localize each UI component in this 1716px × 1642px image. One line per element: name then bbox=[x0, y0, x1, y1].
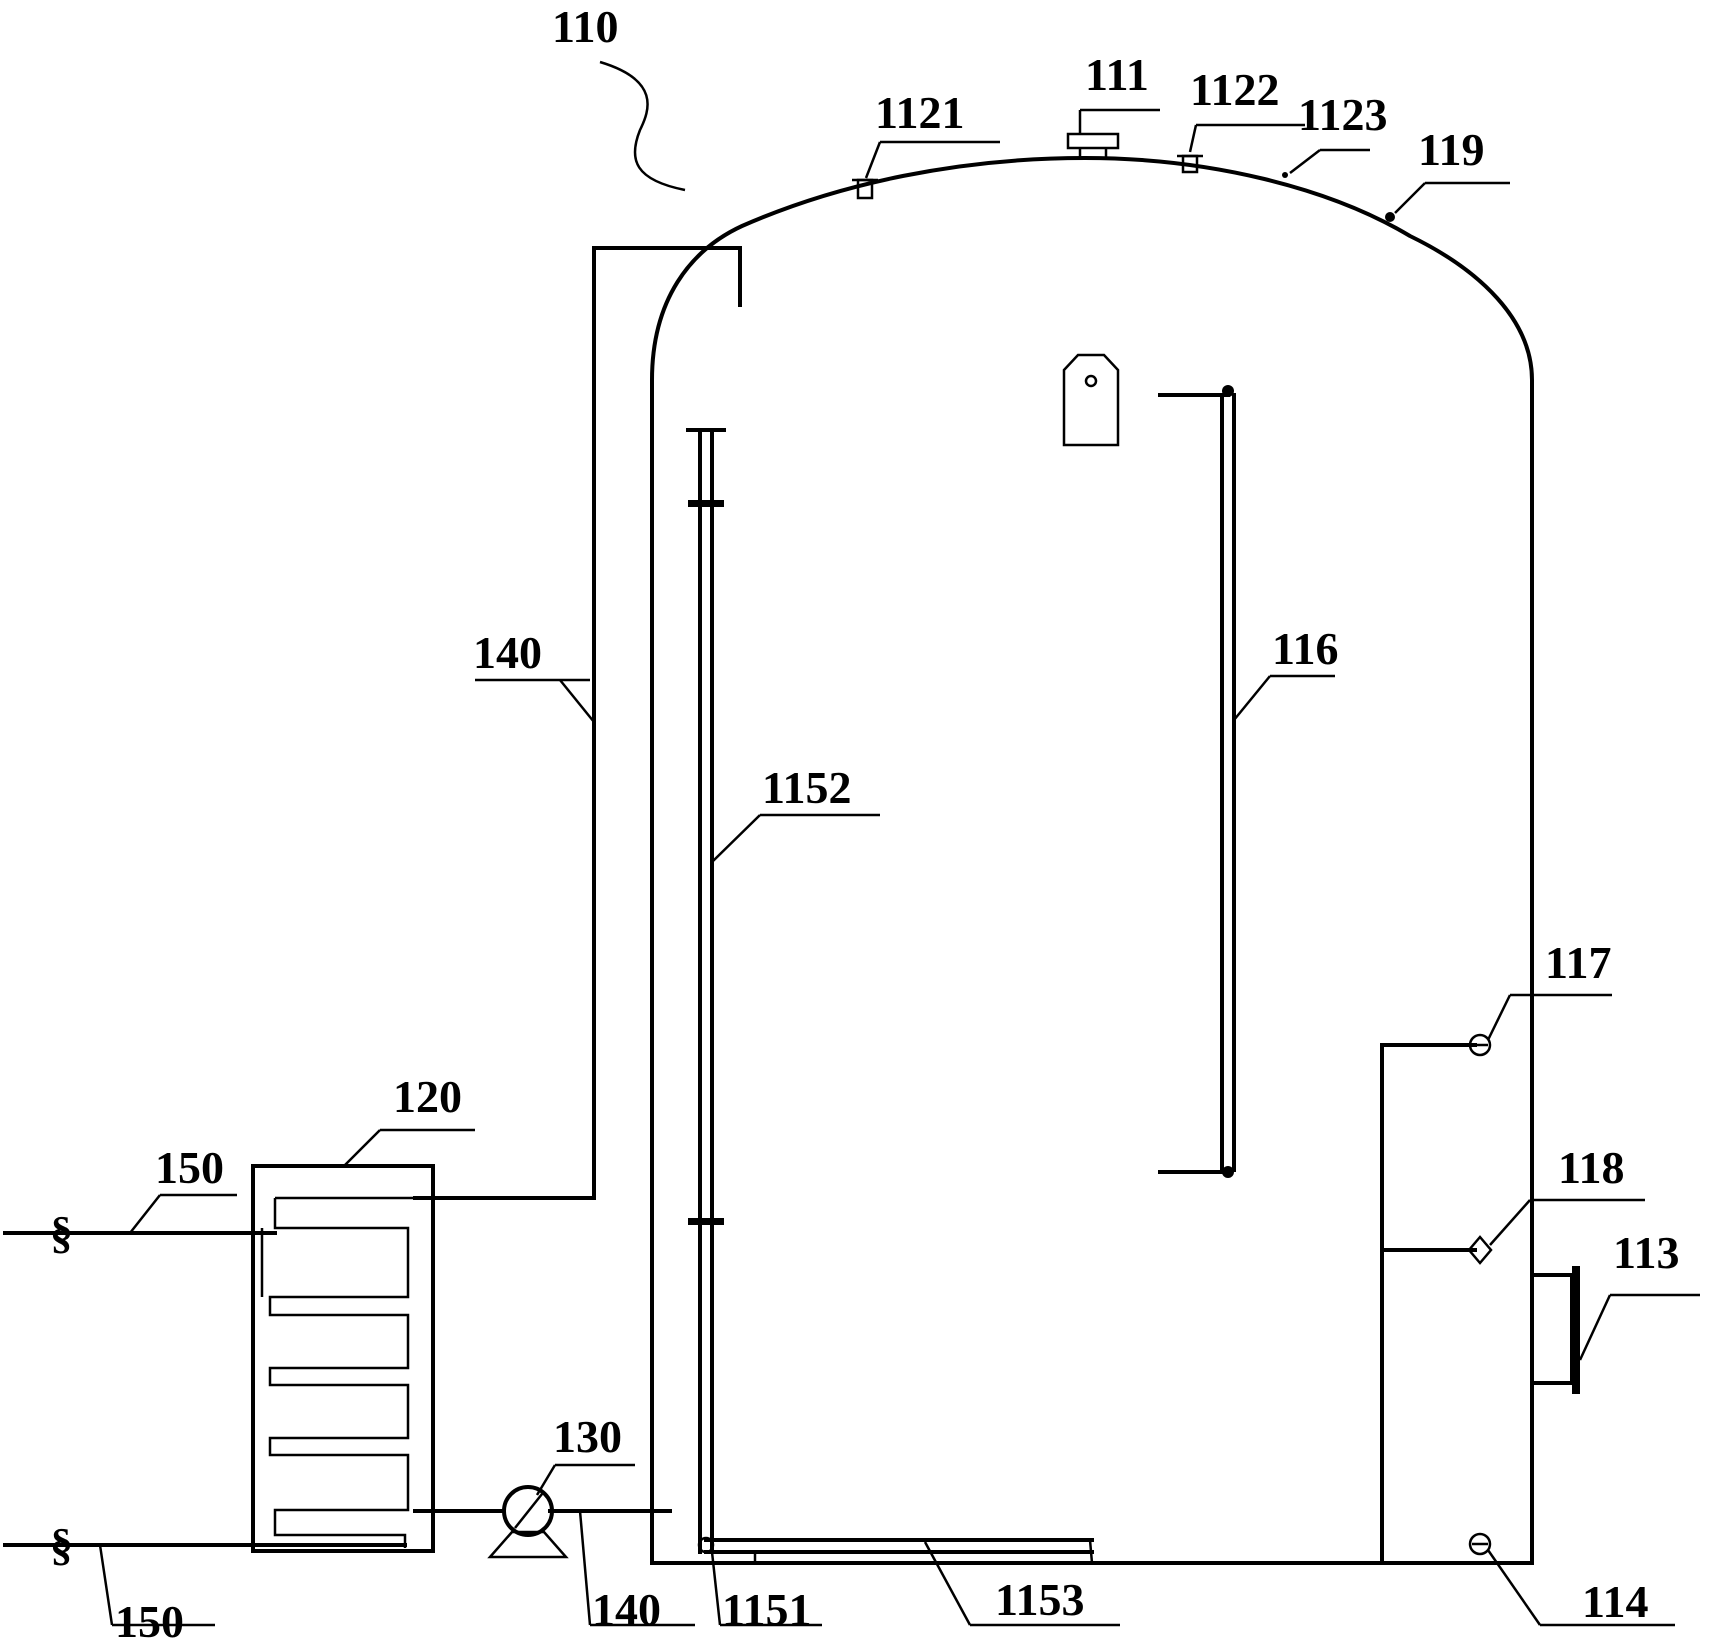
label-114: 114 bbox=[1582, 1576, 1648, 1627]
valve-icon-118 bbox=[1467, 1235, 1493, 1265]
nozzle-1122 bbox=[1177, 154, 1203, 174]
label-1151: 1151 bbox=[722, 1584, 811, 1635]
level-gauge-116 bbox=[1158, 385, 1236, 1178]
valve-icon-114 bbox=[1468, 1532, 1492, 1556]
label-120: 120 bbox=[393, 1071, 462, 1122]
coil-icon bbox=[260, 1198, 410, 1548]
label-113: 113 bbox=[1613, 1227, 1679, 1278]
valve-icon-117 bbox=[1468, 1033, 1492, 1057]
label-111: 111 bbox=[1085, 49, 1149, 100]
label-140-top: 140 bbox=[473, 627, 542, 678]
valve-icon-bottom: § bbox=[50, 1519, 73, 1570]
nozzle-1121 bbox=[852, 178, 878, 200]
label-130: 130 bbox=[553, 1411, 622, 1462]
leader-lines bbox=[98, 60, 1700, 1627]
label-1123: 1123 bbox=[1298, 89, 1387, 140]
joint-1151 bbox=[697, 1536, 715, 1554]
label-150-bottom: 150 bbox=[115, 1596, 184, 1642]
circulation-pipe-140-top bbox=[413, 246, 742, 1200]
label-150-top: 150 bbox=[155, 1142, 224, 1193]
valve-icon-top: § bbox=[50, 1207, 73, 1258]
pump-icon bbox=[487, 1485, 569, 1559]
distributor-1153 bbox=[697, 1536, 1094, 1564]
heat-exchanger-120 bbox=[251, 1164, 435, 1553]
label-1152: 1152 bbox=[762, 762, 851, 813]
flange-icon bbox=[1530, 1266, 1580, 1394]
label-118: 118 bbox=[1558, 1142, 1624, 1193]
instrument-line bbox=[1380, 1043, 1477, 1565]
tank-body bbox=[650, 155, 1534, 1565]
label-140-bottom: 140 bbox=[592, 1584, 661, 1635]
label-1122: 1122 bbox=[1190, 64, 1279, 115]
port-119 bbox=[1385, 212, 1395, 222]
top-nozzle-111 bbox=[1066, 132, 1120, 160]
port-1123 bbox=[1282, 172, 1288, 178]
sensor-icon bbox=[1062, 353, 1120, 447]
label-110: 110 bbox=[552, 1, 618, 52]
label-1121: 1121 bbox=[875, 87, 964, 138]
label-1153: 1153 bbox=[995, 1574, 1084, 1625]
dip-tube-1152 bbox=[686, 428, 726, 1554]
label-117: 117 bbox=[1545, 937, 1611, 988]
label-119: 119 bbox=[1418, 124, 1484, 175]
label-116: 116 bbox=[1272, 623, 1338, 674]
